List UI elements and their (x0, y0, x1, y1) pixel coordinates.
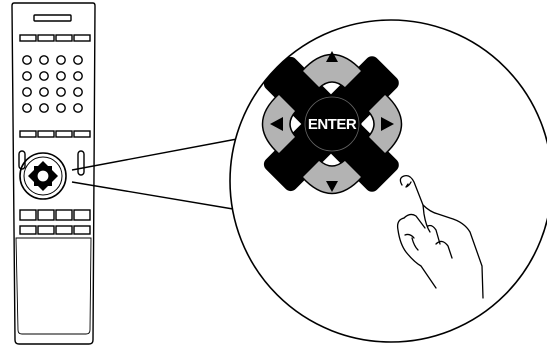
remote-lower-panel (15, 237, 92, 335)
enter-button[interactable]: ENTER (302, 94, 362, 154)
dpad-left-key[interactable] (261, 93, 297, 155)
function-key-row (19, 130, 91, 138)
pointing-hand-icon (396, 174, 484, 299)
right-arrow-icon (381, 117, 394, 131)
remote-control (11, 2, 96, 345)
dpad-down-key[interactable] (301, 159, 363, 195)
numeric-keypad (22, 55, 83, 113)
top-key-row (19, 34, 91, 42)
remote-body (11, 2, 96, 345)
enter-label: ENTER (308, 116, 357, 133)
right-volume-key (77, 150, 85, 176)
down-arrow-icon (326, 181, 338, 192)
up-arrow-icon (326, 51, 338, 62)
dpad: ENTER (261, 51, 403, 195)
mini-dpad (19, 152, 67, 200)
left-volume-key (18, 150, 26, 170)
lower-key-row-1 (19, 209, 91, 221)
callout-lines (71, 138, 238, 210)
dpad-right-key[interactable] (367, 93, 403, 155)
display-slot (33, 14, 72, 22)
left-arrow-icon (270, 117, 283, 131)
dpad-up-key[interactable] (301, 51, 363, 89)
lower-key-row-2 (19, 225, 91, 235)
